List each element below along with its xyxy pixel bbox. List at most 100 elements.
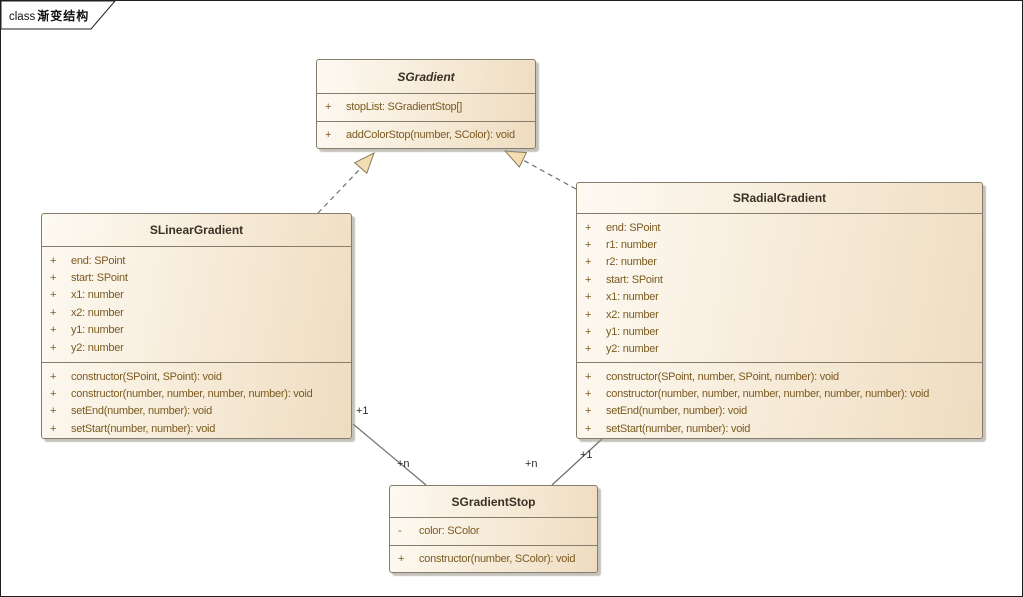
attribute-row: + x1: number xyxy=(42,287,351,304)
attribute-row: + start: SPoint xyxy=(42,269,351,286)
visibility-marker: + xyxy=(585,343,592,356)
association-slinear-sstop[interactable] xyxy=(352,423,427,486)
frame-keyword: class xyxy=(9,11,36,23)
multiplicity-label: +1 xyxy=(580,449,593,461)
multiplicity-label: +n xyxy=(525,458,538,470)
operation-text: constructor(number, number, number, numb… xyxy=(71,388,313,401)
operation-row: + constructor(SPoint, SPoint): void xyxy=(42,368,351,385)
visibility-marker: + xyxy=(585,422,592,435)
visibility-marker: + xyxy=(50,388,57,401)
operation-row: + constructor(SPoint, number, SPoint, nu… xyxy=(577,368,982,385)
visibility-marker: + xyxy=(50,422,57,435)
class-name: SGradientStop xyxy=(390,486,597,518)
visibility-marker: + xyxy=(50,370,57,383)
visibility-marker: + xyxy=(585,388,592,401)
attribute-row: + x2: number xyxy=(42,304,351,321)
attribute-text: y1: number xyxy=(606,326,659,339)
attribute-text: end: SPoint xyxy=(606,221,661,234)
frame-title: 渐变结构 xyxy=(37,9,90,23)
visibility-marker: + xyxy=(50,324,57,337)
attribute-text: stopList: SGradientStop[] xyxy=(346,101,463,114)
attribute-text: x2: number xyxy=(606,308,659,321)
attribute-text: x1: number xyxy=(606,291,659,304)
attribute-text: start: SPoint xyxy=(71,272,128,285)
operation-row: + addColorStop(number, SColor): void xyxy=(317,126,535,143)
visibility-marker: + xyxy=(50,306,57,319)
operation-row: + setStart(number, number): void xyxy=(42,420,351,437)
class-sgradientstop[interactable]: SGradientStop - color: SColor + construc… xyxy=(389,485,598,573)
visibility-marker: + xyxy=(585,405,592,418)
attribute-row: + stopList: SGradientStop[] xyxy=(317,99,535,116)
attribute-text: y1: number xyxy=(71,324,124,337)
attribute-text: r2: number xyxy=(606,256,657,269)
attribute-row: + x1: number xyxy=(577,289,982,306)
frame-tab-shape xyxy=(1,1,116,30)
operation-text: setStart(number, number): void xyxy=(606,422,751,435)
operation-row: + setEnd(number, number): void xyxy=(42,403,351,420)
association-sradial-sstop[interactable] xyxy=(551,438,603,486)
multiplicity-label: +1 xyxy=(356,405,369,417)
attribute-text: y2: number xyxy=(606,343,659,356)
attribute-text: r1: number xyxy=(606,239,657,252)
operation-text: addColorStop(number, SColor): void xyxy=(346,128,515,141)
generalization-sradial-sgradient[interactable] xyxy=(503,150,577,190)
operation-row: + constructor(number, number, number, nu… xyxy=(42,385,351,402)
visibility-marker: + xyxy=(325,128,332,141)
operation-row: + constructor(number, number, number, nu… xyxy=(577,385,982,402)
attribute-row: + r1: number xyxy=(577,236,982,253)
visibility-marker: + xyxy=(50,254,57,267)
visibility-marker: + xyxy=(50,341,57,354)
visibility-marker: + xyxy=(585,273,592,286)
visibility-marker: + xyxy=(50,289,57,302)
visibility-marker: + xyxy=(585,326,592,339)
operation-text: constructor(number, SColor): void xyxy=(419,552,576,565)
visibility-marker: + xyxy=(585,256,592,269)
visibility-marker: + xyxy=(585,370,592,383)
operation-text: constructor(SPoint, number, SPoint, numb… xyxy=(606,370,839,383)
visibility-marker: + xyxy=(585,308,592,321)
visibility-marker: + xyxy=(585,291,592,304)
attribute-row: + y2: number xyxy=(577,341,982,358)
generalization-arrow-icon xyxy=(503,150,528,168)
attribute-row: + start: SPoint xyxy=(577,271,982,288)
generalization-arrow-icon xyxy=(353,151,375,175)
visibility-marker: + xyxy=(585,221,592,234)
visibility-marker: + xyxy=(585,239,592,252)
class-name: SRadialGradient xyxy=(577,183,982,214)
class-sgradient[interactable]: SGradient + stopList: SGradientStop[] + … xyxy=(316,59,536,149)
class-slineargradient[interactable]: SLinearGradient + end: SPoint + start: S… xyxy=(41,213,352,439)
operation-row: + setEnd(number, number): void xyxy=(577,403,982,420)
attribute-row: + y1: number xyxy=(577,323,982,340)
attribute-row: + end: SPoint xyxy=(42,252,351,269)
attribute-row: + x2: number xyxy=(577,306,982,323)
attribute-text: y2: number xyxy=(71,341,124,354)
attribute-text: color: SColor xyxy=(419,525,480,538)
attribute-row: + y1: number xyxy=(42,322,351,339)
visibility-marker: + xyxy=(325,101,332,114)
generalization-slinear-sgradient[interactable] xyxy=(317,151,375,214)
operation-text: setEnd(number, number): void xyxy=(606,405,747,418)
visibility-marker: - xyxy=(398,525,402,538)
multiplicity-label: +n xyxy=(397,458,410,470)
attribute-text: start: SPoint xyxy=(606,273,663,286)
class-name: SLinearGradient xyxy=(42,214,351,247)
operation-text: setStart(number, number): void xyxy=(71,422,216,435)
operation-text: setEnd(number, number): void xyxy=(71,405,212,418)
attribute-row: + r2: number xyxy=(577,254,982,271)
visibility-marker: + xyxy=(50,405,57,418)
attribute-text: x2: number xyxy=(71,306,124,319)
class-sradialgradient[interactable]: SRadialGradient + end: SPoint + r1: numb… xyxy=(576,182,983,439)
attribute-text: x1: number xyxy=(71,289,124,302)
attribute-row: + end: SPoint xyxy=(577,219,982,236)
operation-row: + constructor(number, SColor): void xyxy=(390,550,597,567)
attribute-row: - color: SColor xyxy=(390,523,597,540)
attribute-text: end: SPoint xyxy=(71,254,126,267)
visibility-marker: + xyxy=(398,552,405,565)
operation-text: constructor(SPoint, SPoint): void xyxy=(71,370,222,383)
operation-text: constructor(number, number, number, numb… xyxy=(606,388,930,401)
attribute-row: + y2: number xyxy=(42,339,351,356)
visibility-marker: + xyxy=(50,272,57,285)
